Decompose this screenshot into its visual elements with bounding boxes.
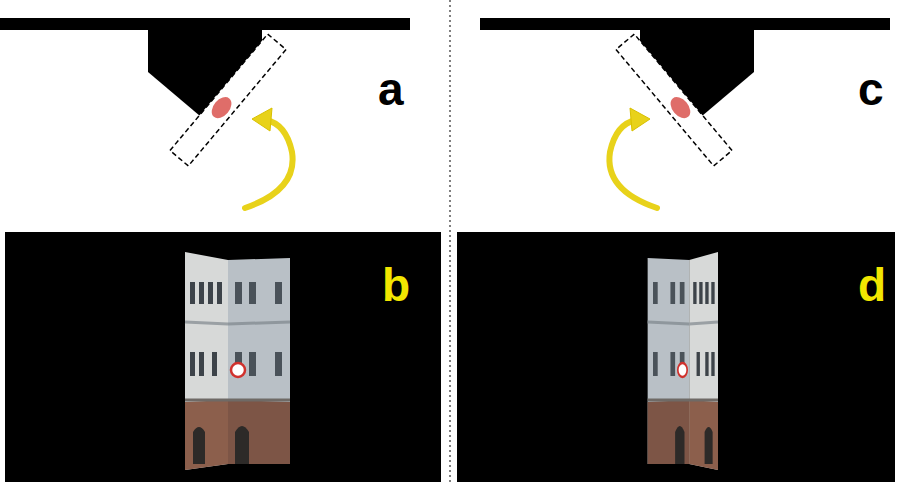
view-panel [5,232,441,482]
divider [449,0,451,482]
building-view [185,252,290,470]
wall-bar [0,18,410,30]
building-view [648,252,718,470]
wall-bar [480,18,890,30]
top-view [148,30,293,208]
panel-letter: c [858,66,884,112]
panel-letter: a [378,66,404,112]
view-panel [457,232,895,482]
panel-letter: b [382,262,410,308]
top-view [609,30,754,208]
panel-letter: d [858,262,886,308]
